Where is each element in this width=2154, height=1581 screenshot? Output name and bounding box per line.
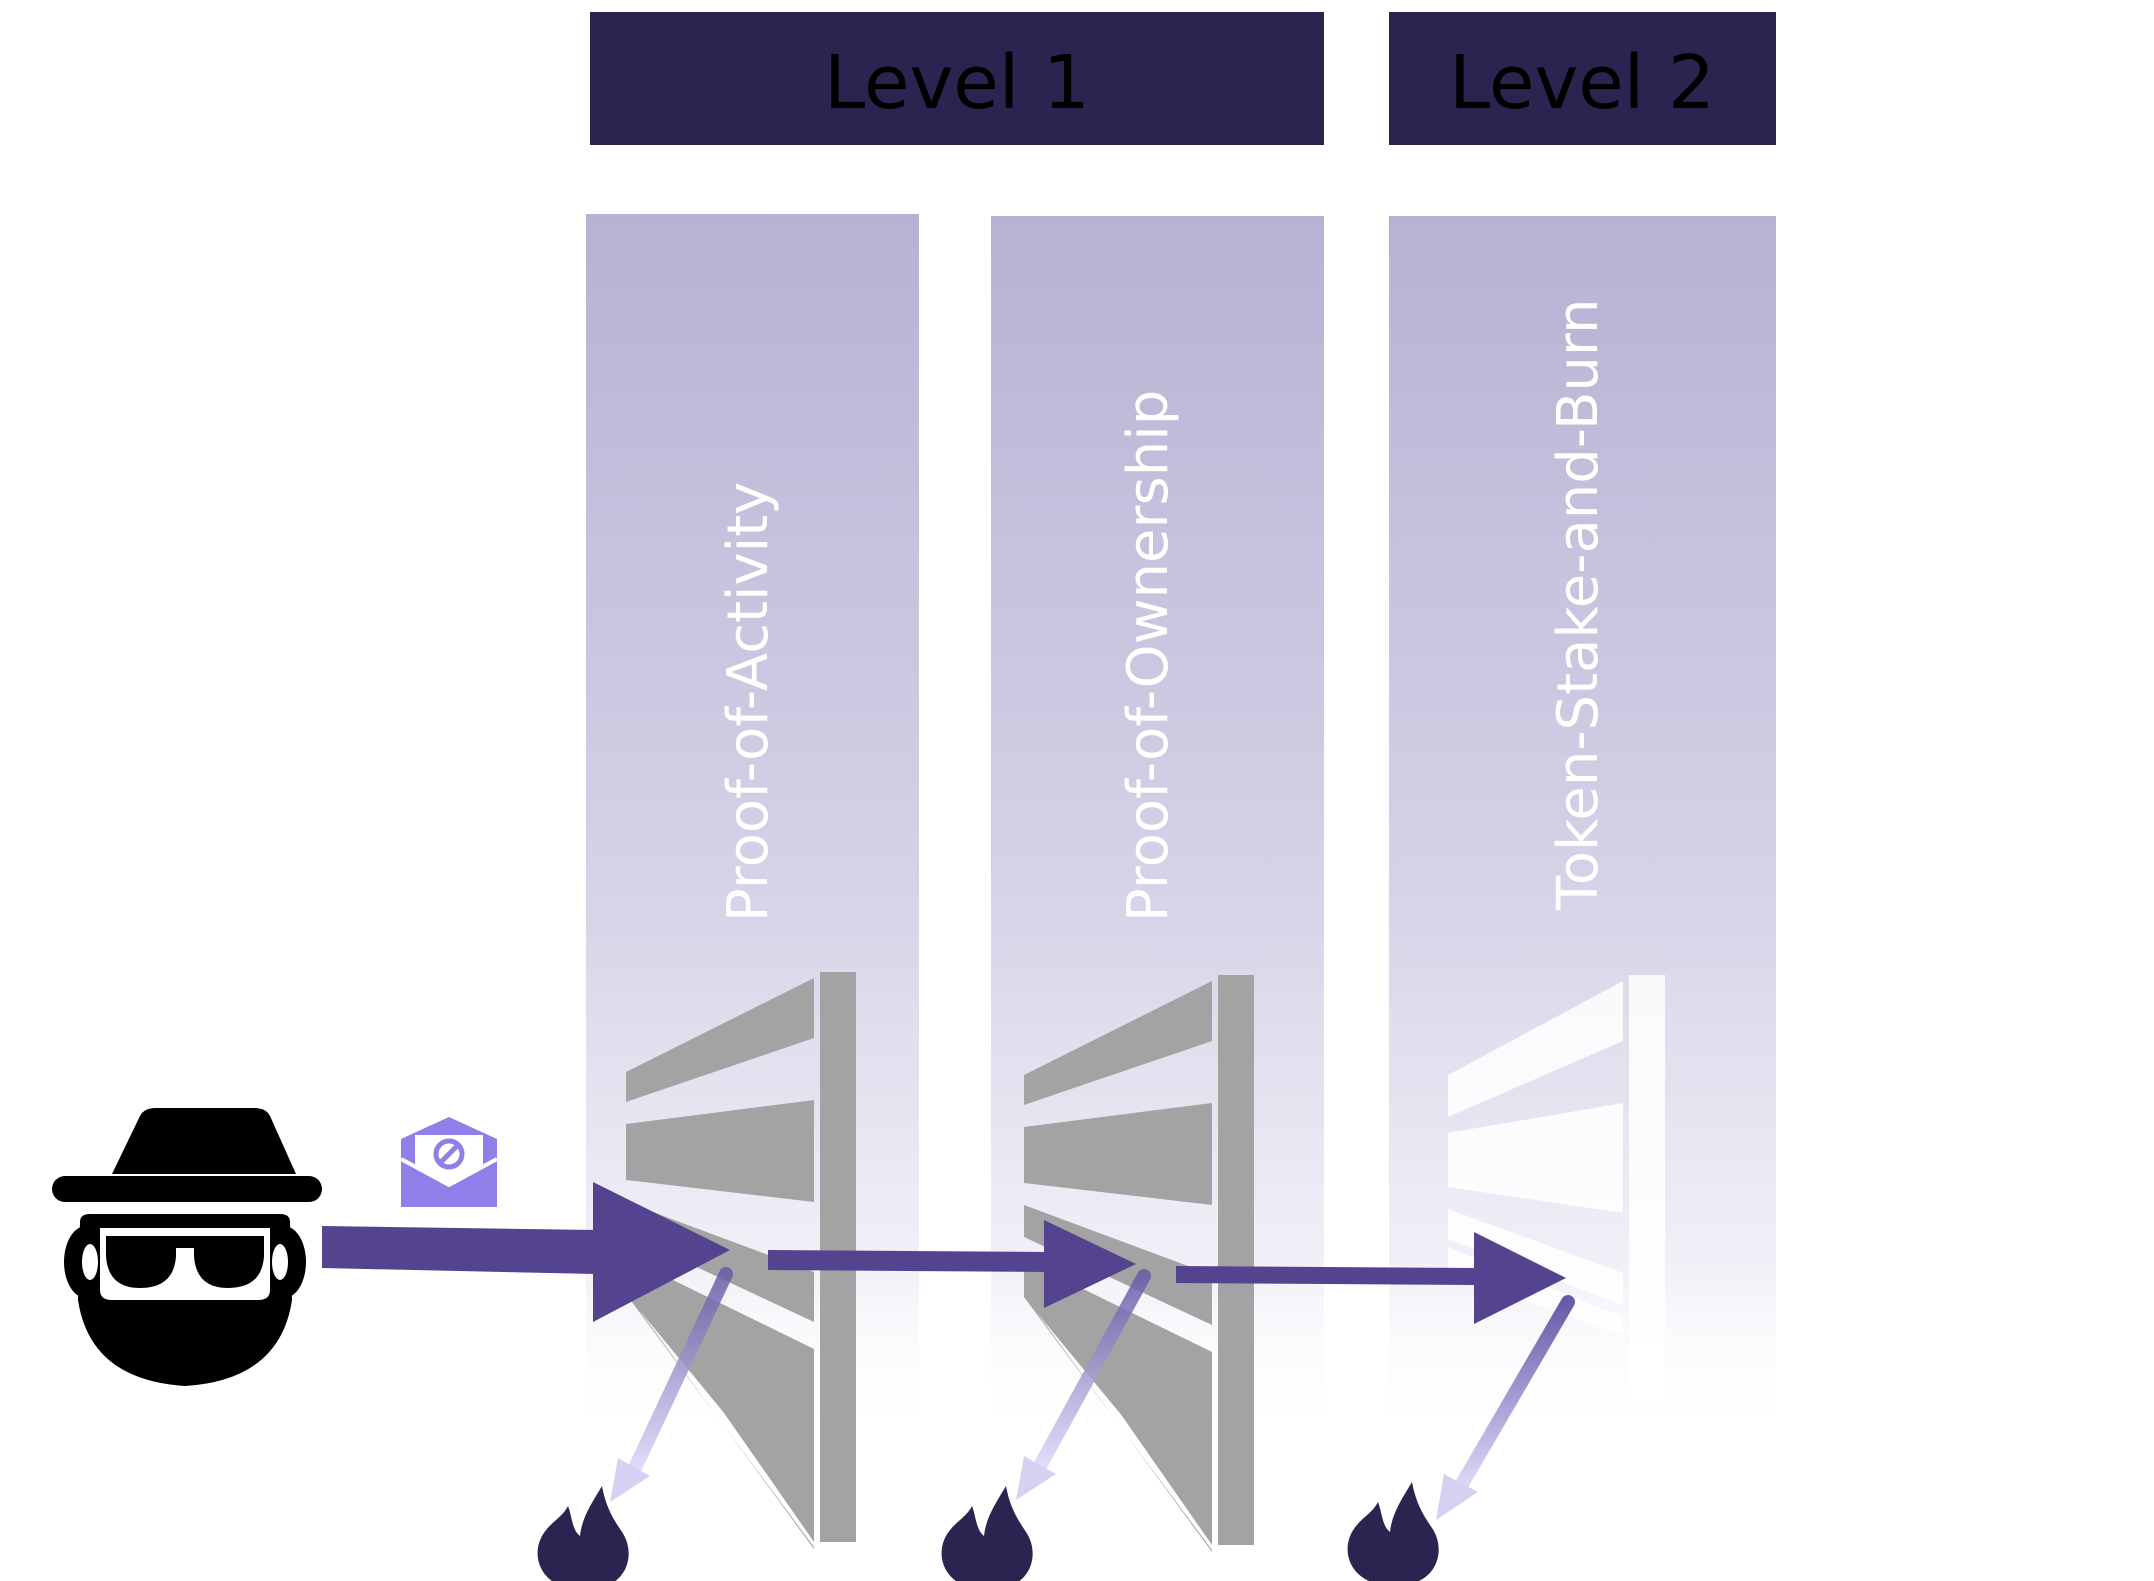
deflect-arrow-2	[1016, 1269, 1151, 1500]
fire-icon	[1347, 1482, 1439, 1581]
level-1-label: Level 1	[824, 40, 1090, 126]
fire-icon	[941, 1486, 1033, 1581]
attack-arrow	[322, 1182, 1566, 1324]
spy-icon	[52, 1108, 322, 1386]
deflect-arrow-3	[1436, 1295, 1575, 1520]
level-2-header	[1389, 12, 1776, 145]
spam-envelope-icon	[400, 1117, 498, 1207]
level-2-label: Level 2	[1449, 40, 1715, 126]
level-1-header	[590, 12, 1324, 145]
deflect-arrow-1	[610, 1267, 733, 1502]
column-label-token-stake-and-burn: Token-Stake-and-Burn	[1546, 299, 1611, 911]
column-label-proof-of-ownership: Proof-of-Ownership	[1116, 390, 1181, 922]
column-label-proof-of-activity: Proof-of-Activity	[716, 482, 781, 922]
